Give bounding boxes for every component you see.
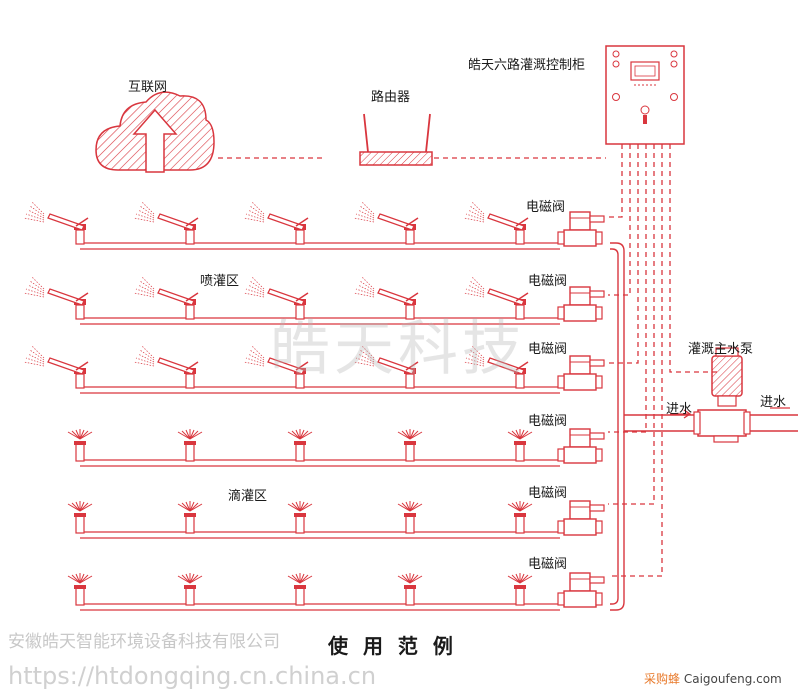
- control-cabinet-icon: [605, 45, 685, 145]
- diagram-caption: 使 用 范 例: [328, 634, 457, 658]
- water-inlet-label-right: 进水: [760, 395, 787, 410]
- internet-label: 互联网: [128, 80, 168, 95]
- drip-emitter-icon: [287, 573, 313, 606]
- badge-cn: 采购蜂: [644, 672, 681, 686]
- valve-label-6: 电磁阀: [528, 557, 568, 572]
- url-watermark: https://htdongqing.cn.china.cn: [8, 662, 377, 690]
- sprinkler-gun-icon: [133, 276, 199, 320]
- drip-emitter-icon: [67, 573, 93, 606]
- center-watermark: 皓天科技: [270, 314, 526, 384]
- badge-en: Caigoufeng.com: [683, 672, 782, 686]
- water-pump-icon: [693, 347, 751, 443]
- sprinkler-gun-icon: [23, 345, 89, 389]
- badge-watermark: 采购蜂 Caigoufeng.com: [640, 668, 786, 689]
- sprinkler-gun-icon: [463, 345, 529, 389]
- drip-emitter-icon: [67, 429, 93, 462]
- valve-label-5: 电磁阀: [528, 486, 568, 501]
- drip-emitter-icon: [397, 573, 423, 606]
- sprinkler-gun-icon: [353, 201, 419, 245]
- control-cabinet-label: 皓天六路灌溉控制柜: [468, 58, 586, 73]
- cloud-upload-icon: [95, 91, 215, 173]
- solenoid-valve-icon: [557, 211, 605, 247]
- solenoid-valve-icon: [557, 428, 605, 464]
- valve-label-4: 电磁阀: [528, 414, 568, 429]
- drip-emitter-icon: [397, 429, 423, 462]
- company-watermark: 安徽皓天智能环境设备科技有限公司: [8, 632, 280, 652]
- sprinkler-gun-icon: [133, 345, 199, 389]
- branch-pipes: [80, 242, 560, 611]
- router-icon: [359, 113, 433, 166]
- valve-label-3: 电磁阀: [528, 342, 568, 357]
- water-inlet-label-left: 进水: [666, 402, 693, 417]
- solenoid-valves: [557, 211, 605, 608]
- drip-emitter-icon: [67, 501, 93, 534]
- router-label: 路由器: [371, 90, 411, 105]
- drip-emitter-icon: [177, 501, 203, 534]
- solenoid-valve-icon: [557, 572, 605, 608]
- sprinkler-gun-icon: [23, 201, 89, 245]
- solenoid-valve-icon: [557, 286, 605, 322]
- spray-zone-label: 喷灌区: [200, 274, 240, 289]
- drip-emitter-icon: [507, 429, 533, 462]
- sprinkler-gun-icon: [353, 345, 419, 389]
- sprinkler-gun-icon: [243, 201, 309, 245]
- spray-zone-rows: [23, 201, 529, 389]
- solenoid-valve-icon: [557, 500, 605, 536]
- sprinkler-gun-icon: [353, 276, 419, 320]
- sprinkler-gun-icon: [463, 276, 529, 320]
- sprinkler-gun-icon: [133, 201, 199, 245]
- sprinkler-gun-icon: [243, 276, 309, 320]
- sprinkler-gun-icon: [243, 345, 309, 389]
- drip-emitter-icon: [287, 501, 313, 534]
- drip-emitter-icon: [177, 573, 203, 606]
- sprinkler-gun-icon: [463, 201, 529, 245]
- inflow-arrows: [670, 407, 790, 419]
- drip-emitter-icon: [507, 501, 533, 534]
- drip-emitter-icon: [177, 429, 203, 462]
- drip-emitter-icon: [397, 501, 423, 534]
- drip-emitter-icon: [507, 573, 533, 606]
- valve-label-2: 电磁阀: [528, 274, 568, 289]
- solenoid-valve-icon: [557, 355, 605, 391]
- drip-zone-rows: [67, 429, 533, 606]
- drip-emitter-icon: [287, 429, 313, 462]
- main-supply-pipe: [610, 242, 798, 611]
- main-pump-label: 灌溉主水泵: [688, 342, 754, 357]
- drip-zone-label: 滴灌区: [228, 489, 268, 504]
- valve-label-1: 电磁阀: [526, 200, 566, 215]
- sprinkler-gun-icon: [23, 276, 89, 320]
